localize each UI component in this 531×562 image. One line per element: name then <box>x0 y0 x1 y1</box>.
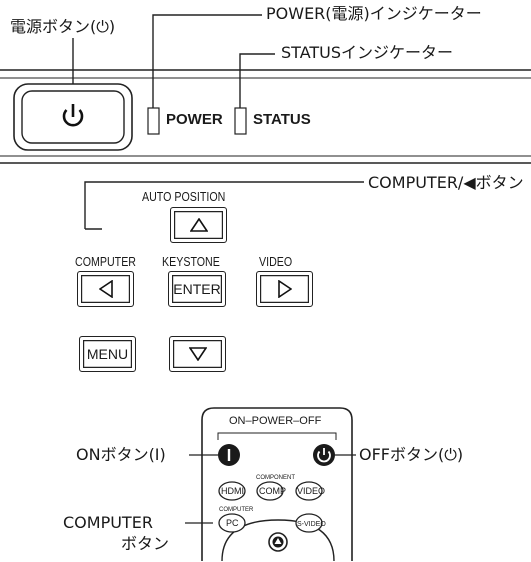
remote-svideo-button <box>295 513 323 533</box>
pc-button-label: PC <box>226 518 239 528</box>
status-indicator-lamp <box>234 107 247 135</box>
remote-pc-button <box>218 513 246 533</box>
remote-comp-button <box>256 481 284 501</box>
comp-button-label: COMP <box>259 486 286 496</box>
keystone-label: KEYSTONE <box>162 254 220 269</box>
power-indicator-lamp <box>147 107 160 135</box>
remote-video-button <box>295 481 323 501</box>
remote-dpad-ring <box>221 519 335 562</box>
power-indicator-label: POWER <box>166 111 223 128</box>
power-button-callout: 電源ボタン(⏻) <box>10 17 116 36</box>
power-indicator-callout: POWER(電源)インジケーター <box>266 4 482 23</box>
enter-key-label: ENTER <box>173 281 221 297</box>
computer-label: COMPUTER <box>75 254 137 269</box>
status-indicator-callout: STATUSインジケーター <box>281 43 454 62</box>
power-button-icon <box>62 109 84 127</box>
triangle-up-icon <box>189 218 208 232</box>
remote-hdmi-button <box>218 481 246 501</box>
computer-button-callout-sub: ボタン <box>121 534 170 553</box>
video-button-label: VIDEO <box>297 486 326 496</box>
off-button-callout: OFFボタン(⏻) <box>359 445 464 464</box>
right-key[interactable] <box>256 271 313 307</box>
svideo-button-label: S-VIDEO <box>297 521 326 528</box>
hdmi-button-label: HDMI <box>221 486 244 496</box>
on-button-callout: ONボタン(Ⅰ) <box>76 445 166 464</box>
left-key[interactable] <box>77 271 134 307</box>
menu-key-label: MENU <box>86 346 129 362</box>
triangle-left-icon <box>98 280 113 298</box>
video-label: VIDEO <box>259 254 293 269</box>
triangle-right-icon <box>277 280 292 298</box>
computer-left-button-callout: COMPUTER/◀ボタン <box>368 173 524 192</box>
triangle-down-icon <box>188 347 207 361</box>
status-indicator-label: STATUS <box>253 111 311 128</box>
down-key[interactable] <box>169 336 226 372</box>
up-key[interactable] <box>170 207 227 243</box>
computer-small-label: COMPUTER <box>219 507 254 513</box>
menu-key[interactable]: MENU <box>79 336 136 372</box>
computer-button-callout: COMPUTER <box>63 513 153 532</box>
auto-position-label: AUTO POSITION <box>142 189 226 204</box>
enter-key[interactable]: ENTER <box>168 271 226 307</box>
on-power-off-label: ON–POWER–OFF <box>229 415 322 427</box>
component-small-label: COMPONENT <box>256 475 295 481</box>
